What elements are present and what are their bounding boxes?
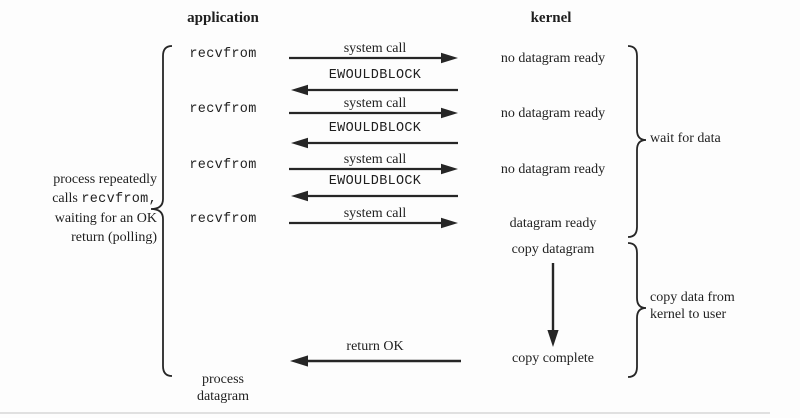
system-call-arrow-3 (289, 163, 458, 175)
system-call-arrow-4 (289, 217, 458, 229)
copy-datagram-step: copy datagram (511, 242, 595, 257)
recvfrom-call-4: recvfrom (189, 212, 257, 227)
kernel-state-2: no datagram ready (500, 106, 606, 121)
system-call-label-3: system call (343, 152, 407, 167)
polling-note-line4: return (polling) (71, 230, 157, 245)
copy-data-brace-icon (627, 242, 647, 378)
ewouldblock-arrow-1 (291, 84, 458, 96)
ewouldblock-label-3: EWOULDBLOCK (328, 174, 422, 189)
ewouldblock-label-1: EWOULDBLOCK (328, 68, 422, 83)
system-call-label-4: system call (343, 206, 407, 221)
copy-datagram-arrow (547, 263, 559, 347)
process-datagram-label: process datagram (160, 371, 286, 405)
copy-complete-step: copy complete (511, 351, 595, 366)
ewouldblock-arrow-3 (291, 190, 458, 202)
return-ok-label: return OK (346, 339, 404, 354)
copy-data-brace-line1: copy data from (650, 290, 735, 305)
kernel-state-3: no datagram ready (500, 162, 606, 177)
return-ok-arrow (290, 355, 461, 367)
kernel-state-4: datagram ready (509, 216, 597, 231)
recvfrom-call-1: recvfrom (189, 47, 257, 62)
process-datagram-line2: datagram (196, 389, 250, 404)
kernel-column-header: kernel (530, 10, 572, 26)
polling-note-line3: waiting for an OK (54, 211, 157, 226)
recvfrom-call-2: recvfrom (189, 102, 257, 117)
polling-note: process repeatedly calls recvfrom, waiti… (17, 170, 157, 247)
wait-for-data-label: wait for data (650, 131, 721, 146)
polling-note-line1: process repeatedly (53, 172, 157, 187)
recvfrom-call-3: recvfrom (189, 158, 257, 173)
system-call-label-1: system call (343, 41, 407, 56)
copy-data-brace-label: copy data from kernel to user (650, 289, 735, 323)
copy-data-brace-line2: kernel to user (650, 307, 727, 322)
wait-for-data-brace-icon (627, 45, 647, 238)
polling-brace-icon (150, 45, 173, 377)
system-call-label-2: system call (343, 96, 407, 111)
process-datagram-line1: process (202, 372, 244, 387)
ewouldblock-label-2: EWOULDBLOCK (328, 121, 422, 136)
system-call-arrow-2 (289, 107, 458, 119)
ewouldblock-arrow-2 (291, 137, 458, 149)
kernel-state-1: no datagram ready (500, 51, 606, 66)
application-column-header: application (187, 10, 259, 26)
polling-note-line2-prefix: calls (52, 191, 82, 206)
polling-note-recvfrom-code: recvfrom, (81, 192, 157, 207)
system-call-arrow-1 (289, 52, 458, 64)
